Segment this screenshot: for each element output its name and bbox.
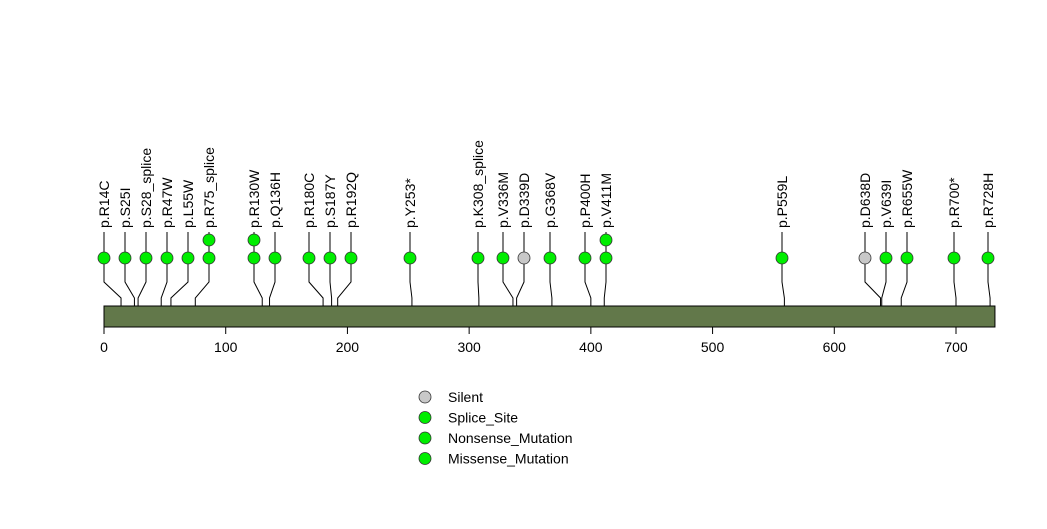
mutation-stem [584, 232, 592, 306]
mutation-stem [900, 232, 908, 306]
mutation-label: p.S28_splice [138, 148, 154, 228]
x-tick-label: 200 [336, 339, 360, 355]
mutation-label: p.R192Q [343, 172, 359, 228]
mutation-label: p.Q136H [267, 172, 283, 228]
mutation-stem [269, 232, 276, 306]
legend-label: Silent [448, 389, 483, 405]
mutation-stem [477, 232, 480, 306]
mutation-point [247, 233, 261, 247]
mutation-label: p.P400H [577, 174, 593, 228]
legend-label: Splice_Site [448, 410, 518, 426]
mutation-point [599, 251, 613, 265]
mutation-stem [124, 232, 135, 306]
legend-label: Nonsense_Mutation [448, 430, 573, 446]
mutation-point [599, 233, 613, 247]
mutation-label: p.K308_splice [470, 140, 486, 228]
mutation-stem [103, 232, 122, 306]
mutation-point [268, 251, 282, 265]
mutation-label: p.R130W [246, 169, 262, 228]
mutation-label: p.R728H [980, 173, 996, 228]
mutation-stem [160, 232, 168, 306]
x-tick-label: 600 [823, 339, 847, 355]
x-tick-label: 400 [579, 339, 603, 355]
mutation-point [858, 251, 872, 265]
mutation-label: p.Y253* [402, 178, 418, 228]
mutation-point [543, 251, 557, 265]
mutation-point [202, 251, 216, 265]
mutation-label: p.D638D [857, 173, 873, 228]
mutation-point [947, 251, 961, 265]
mutation-label: p.R700* [946, 177, 962, 228]
mutation-stem [864, 232, 882, 306]
legend-label: Missense_Mutation [448, 451, 569, 467]
mutation-label: p.R47W [159, 177, 175, 228]
mutation-label: p.R655W [899, 169, 915, 228]
mutation-point [139, 251, 153, 265]
mutation-point [247, 251, 261, 265]
mutation-label: p.D339D [516, 173, 532, 228]
mutation-stem [409, 232, 413, 306]
mutation-label: p.V639I [878, 180, 894, 228]
mutation-label: p.L55W [180, 179, 196, 228]
mutation-stem [502, 232, 514, 306]
x-tick-label: 700 [944, 339, 968, 355]
mutation-point [981, 251, 995, 265]
mutation-label: p.S187Y [322, 174, 338, 228]
mutation-point [578, 251, 592, 265]
mutation-point [496, 251, 510, 265]
mutation-stem [516, 232, 525, 306]
mutation-stem [781, 232, 785, 306]
mutation-point [160, 251, 174, 265]
mutation-point [471, 251, 485, 265]
legend-marker [418, 431, 432, 445]
mutation-stem [308, 232, 324, 306]
mutation-stem [881, 232, 887, 306]
mutation-point [775, 251, 789, 265]
mutation-point [900, 251, 914, 265]
mutation-label: p.P559L [774, 176, 790, 228]
mutation-point [202, 233, 216, 247]
mutation-point [323, 251, 337, 265]
mutation-stem [987, 232, 991, 306]
mutation-label: p.V336M [495, 172, 511, 228]
mutation-point [118, 251, 132, 265]
mutation-stem [329, 232, 333, 306]
mutation-label: p.V411M [598, 173, 614, 228]
mutation-stem [549, 232, 553, 306]
legend-marker [418, 411, 432, 424]
mutation-point [879, 251, 893, 265]
mutation-point [517, 251, 531, 265]
mutation-point [302, 251, 316, 265]
x-tick-label: 300 [457, 339, 481, 355]
legend-marker [418, 390, 432, 404]
mutation-label: p.R75_splice [201, 147, 217, 228]
mutation-stem [337, 232, 352, 306]
mutation-point [181, 251, 195, 265]
x-tick-label: 500 [701, 339, 725, 355]
mutation-point [344, 251, 358, 265]
mutation-label: p.G368V [542, 172, 558, 228]
mutation-label: p.R180C [301, 173, 317, 228]
mutation-point [403, 251, 417, 265]
mutation-stem [170, 232, 189, 306]
x-tick-label: 0 [100, 339, 108, 355]
mutation-label: p.S25I [117, 188, 133, 228]
mutation-label: p.R14C [96, 181, 112, 228]
mutation-stem [953, 232, 957, 306]
protein-bar [103, 305, 996, 328]
x-tick-label: 100 [214, 339, 238, 355]
mutation-stem [137, 232, 147, 306]
legend-marker [418, 452, 432, 465]
mutation-point [97, 251, 111, 265]
